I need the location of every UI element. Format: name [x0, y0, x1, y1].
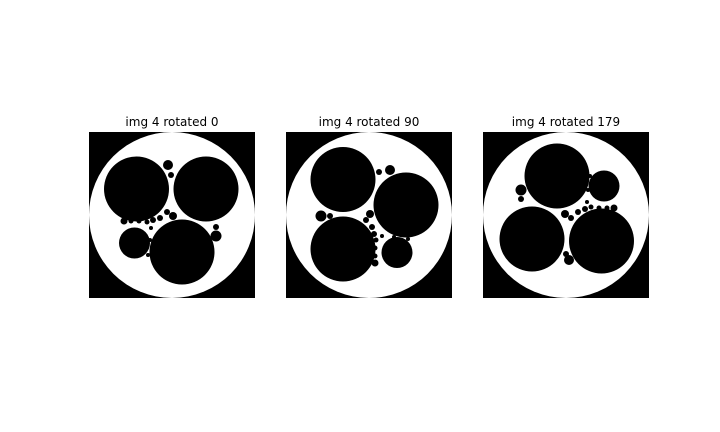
- small-blob: [585, 200, 589, 204]
- small-blob: [610, 204, 618, 212]
- small-blob: [529, 216, 533, 220]
- small-blob: [363, 217, 369, 223]
- circle-packing-image: [89, 132, 255, 298]
- small-blob: [149, 226, 153, 230]
- small-blob: [120, 217, 128, 225]
- small-blob: [515, 184, 527, 196]
- large-blob: [173, 156, 239, 222]
- large-blob: [310, 147, 376, 212]
- small-blob: [213, 224, 219, 230]
- large-blob: [524, 143, 590, 209]
- small-blob: [380, 234, 384, 238]
- small-blob: [563, 251, 569, 257]
- small-blob: [327, 213, 333, 219]
- small-blob: [586, 188, 590, 192]
- small-blob: [588, 174, 592, 178]
- small-blob: [136, 218, 142, 224]
- small-blob: [150, 217, 156, 223]
- small-blob: [582, 206, 588, 212]
- small-blob: [169, 212, 177, 220]
- small-blob: [128, 218, 134, 224]
- small-blob: [564, 255, 574, 265]
- small-blob: [588, 204, 594, 210]
- small-blob: [392, 235, 396, 239]
- small-blob: [210, 230, 222, 242]
- small-blob: [376, 169, 382, 175]
- circle-packing-image: [483, 132, 649, 298]
- small-blob: [604, 205, 610, 211]
- small-blob: [406, 237, 410, 241]
- small-blob: [372, 245, 378, 251]
- small-blob: [575, 209, 581, 215]
- small-blob: [144, 219, 150, 225]
- small-blob: [148, 238, 152, 242]
- small-blob: [366, 210, 374, 218]
- small-blob: [371, 259, 379, 267]
- small-blob: [146, 253, 150, 257]
- large-blob: [499, 206, 565, 272]
- medium-blob: [588, 170, 620, 202]
- small-blob: [536, 210, 540, 214]
- small-blob: [561, 210, 569, 218]
- large-blob: [104, 156, 169, 222]
- panel-title: img 4 rotated 0: [125, 115, 219, 129]
- small-blob: [371, 231, 377, 237]
- small-blob: [157, 215, 163, 221]
- panel-title: img 4 rotated 90: [318, 115, 420, 129]
- large-blob: [569, 208, 634, 274]
- panel-title: img 4 rotated 179: [511, 115, 621, 129]
- large-blob: [149, 219, 215, 285]
- small-blob: [369, 224, 375, 230]
- small-blob: [164, 209, 170, 215]
- medium-blob: [119, 227, 150, 259]
- large-blob: [373, 172, 439, 238]
- medium-blob: [381, 237, 413, 268]
- small-blob: [596, 205, 602, 211]
- circle-packing-image: [286, 132, 452, 298]
- small-blob: [385, 165, 395, 175]
- small-blob: [372, 253, 378, 259]
- small-blob: [315, 210, 327, 222]
- small-blob: [568, 215, 574, 221]
- large-blob: [310, 216, 376, 282]
- small-blob: [163, 160, 173, 170]
- small-blob: [168, 172, 174, 178]
- small-blob: [518, 196, 524, 202]
- small-blob: [373, 237, 379, 243]
